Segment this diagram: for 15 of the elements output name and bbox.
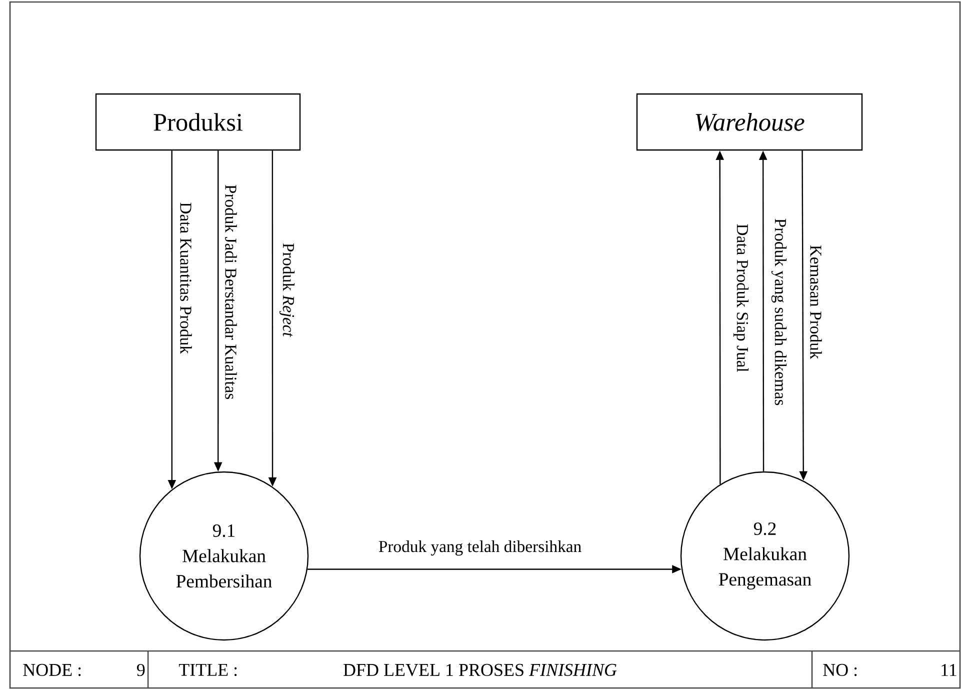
footer-label: TITLE : <box>178 664 237 676</box>
edge-label: Produk Reject <box>279 243 295 338</box>
external-entity-box: Warehouse <box>636 93 863 151</box>
edge-label: Data Produk Siap Jual <box>733 224 749 372</box>
footer-label: 11 <box>942 664 956 676</box>
edge-label: Kemasan Produk <box>810 245 822 360</box>
edge-label: Produk yang telah dibersihkan <box>378 540 582 556</box>
footer-title: DFD LEVEL 1 PROSES FINISHING <box>344 664 617 676</box>
edge-label: Produk Jadi Berstandar Kualitas <box>225 184 237 400</box>
external-entity-box: Produksi <box>95 93 301 151</box>
footer-label: 9 <box>137 664 145 676</box>
edge-label: Data Kuantitas Produk <box>180 202 192 354</box>
footer-label: NO : <box>823 664 857 676</box>
footer-label: NODE : <box>23 664 81 676</box>
edge-label: Produk yang sudah dikemas <box>771 218 787 406</box>
